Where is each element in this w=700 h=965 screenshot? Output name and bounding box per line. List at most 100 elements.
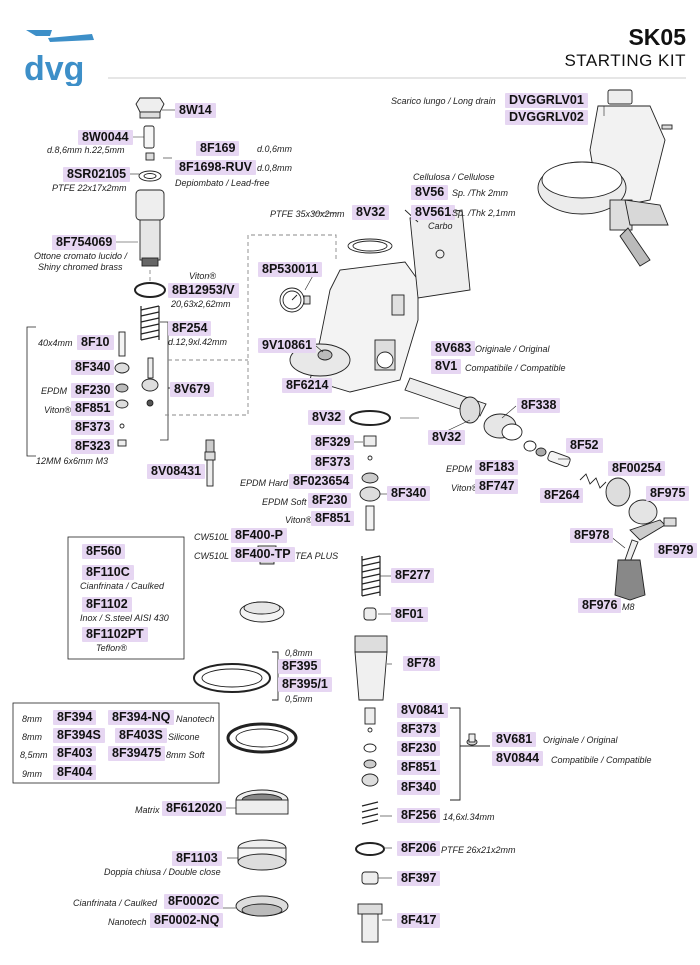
part-label-8f340-c[interactable]: 8F340 [397,780,441,795]
part-label-8f277[interactable]: 8F277 [391,568,435,583]
part-note-8f110c: Cianfrinata / Caulked [80,581,165,591]
part-label-8f395-1[interactable]: 8F395/1 [278,677,332,692]
part-label-8v0844[interactable]: 8V0844 [492,751,544,766]
part-label-8f6214[interactable]: 8F6214 [282,378,333,393]
part-label-8f10[interactable]: 8F10 [77,335,114,350]
part-label-8v0841[interactable]: 8V0841 [397,703,449,718]
part-label-8f0002-nq[interactable]: 8F0002-NQ [150,913,224,928]
part-label-dvggrlv01[interactable]: DVGGRLV01 [505,93,588,108]
part-label-8v681[interactable]: 8V681 [492,732,537,747]
part-label-8f397[interactable]: 8F397 [397,871,441,886]
part-note-8f1103: Doppia chiusa / Double close [104,867,221,877]
part-label-8f39475[interactable]: 8F39475 [108,746,166,761]
part-label-8f00254[interactable]: 8F00254 [608,461,666,476]
part-label-8v679[interactable]: 8V679 [170,382,215,397]
part-label-8f394[interactable]: 8F394 [53,710,97,725]
part-note-8v561: Sp. /Thk 2,1mm [452,208,516,218]
part-label-8f230-b[interactable]: 8F230 [308,493,352,508]
part-label-8f230-c[interactable]: 8F230 [397,741,441,756]
part-label-8f0002c[interactable]: 8F0002C [164,894,224,909]
part-label-8f400-tp[interactable]: 8F400-TP [231,547,295,562]
part-note-8f183: EPDM [446,464,473,474]
part-note-8f851-a: Viton® [44,405,71,415]
part-label-8f340-a[interactable]: 8F340 [71,360,115,375]
part-note-8f1698: d.0,8mm [257,163,293,173]
part-valve-stem [141,357,159,407]
part-label-8f1102[interactable]: 8F1102 [82,597,132,612]
part-note-8f1102: Inox / S.steel AISI 430 [80,613,169,623]
part-label-8f403[interactable]: 8F403 [53,746,97,761]
part-label-8f394-nq[interactable]: 8F394-NQ [108,710,175,725]
part-label-8f851-b[interactable]: 8F851 [311,511,355,526]
part-label-9v10861[interactable]: 9V10861 [258,338,317,353]
part-label-8f52[interactable]: 8F52 [566,438,603,453]
part-valve-mini [466,733,478,746]
part-label-8f01[interactable]: 8F01 [391,607,428,622]
part-label-8w14[interactable]: 8W14 [175,103,216,118]
part-note-8f400p: CW510L [194,532,230,542]
part-label-8f754069[interactable]: 8F754069 [52,235,117,250]
part-label-8f373-c[interactable]: 8F373 [397,722,441,737]
part-label-8f183[interactable]: 8F183 [475,460,519,475]
part-label-8f400-p[interactable]: 8F400-P [231,528,287,543]
part-label-8f206[interactable]: 8F206 [397,841,441,856]
part-label-8w0044[interactable]: 8W0044 [78,130,133,145]
part-label-8f338[interactable]: 8F338 [517,398,561,413]
part-label-8f612020[interactable]: 8F612020 [162,801,227,816]
part-label-8v561[interactable]: 8V561 [411,205,456,220]
part-label-8v1[interactable]: 8V1 [431,359,462,374]
part-label-8f978[interactable]: 8F978 [570,528,614,543]
part-f417 [357,903,383,943]
part-label-8f373-a[interactable]: 8F373 [71,420,115,435]
part-label-8f373-b[interactable]: 8F373 [311,455,355,470]
part-label-8f747[interactable]: 8F747 [475,479,519,494]
part-note-8v32-a: PTFE 35x30x2mm [270,209,345,219]
part-label-8f417[interactable]: 8F417 [397,913,441,928]
part-label-8f404[interactable]: 8F404 [53,765,97,780]
part-label-8f851-a[interactable]: 8F851 [71,401,115,416]
part-note-8f394-nq: Nanotech [176,714,215,724]
part-label-8v32-a[interactable]: 8V32 [352,205,390,220]
part-label-8p530011[interactable]: 8P530011 [258,262,323,277]
part-label-8f256[interactable]: 8F256 [397,808,441,823]
part-label-8f264[interactable]: 8F264 [540,488,584,503]
part-note-8f747: Viton® [451,483,478,493]
part-label-8f169[interactable]: 8F169 [196,141,240,156]
part-label-8f560[interactable]: 8F560 [82,544,126,559]
part-label-8f403s[interactable]: 8F403S [115,728,167,743]
part-label-8f78[interactable]: 8F78 [403,656,440,671]
part-label-8v56[interactable]: 8V56 [411,185,449,200]
part-label-8b12953v[interactable]: 8B12953/V [168,283,239,298]
part-label-8f023654[interactable]: 8F023654 [289,474,354,489]
part-label-8sr02105[interactable]: 8SR02105 [63,167,131,182]
part-label-dvggrlv02[interactable]: DVGGRLV02 [505,110,588,125]
part-label-8f254[interactable]: 8F254 [168,321,212,336]
part-label-8f395[interactable]: 8F395 [278,659,322,674]
part-label-8f979[interactable]: 8F979 [654,543,698,558]
kit-subtitle: STARTING KIT [564,51,686,70]
part-label-8f975[interactable]: 8F975 [646,486,690,501]
part-ptfe-washer-small [138,170,162,182]
part-note-8f394s: 8mm [22,732,42,742]
part-label-8v08431[interactable]: 8V08431 [147,464,206,479]
part-label-8v32-c[interactable]: 8V32 [428,430,466,445]
part-label-8f323[interactable]: 8F323 [71,439,115,454]
part-label-8f851-c[interactable]: 8F851 [397,760,441,775]
part-label-8f1698-ruv[interactable]: 8F1698-RUV [175,160,256,175]
part-label-8v32-b[interactable]: 8V32 [308,410,346,425]
part-label-8f230-a[interactable]: 8F230 [71,383,115,398]
part-label-8f1102pt[interactable]: 8F1102PT [82,627,148,642]
part-note-8f404: 9mm [22,769,42,779]
part-label-8f394s[interactable]: 8F394S [53,728,105,743]
part-label-8f110c[interactable]: 8F110C [82,565,134,580]
part-label-8f976[interactable]: 8F976 [578,598,622,613]
part-note-8f1102pt: Teflon® [96,643,127,653]
part-drain-valve [537,89,673,267]
kit-title: SK05 [628,24,686,50]
part-label-8f329[interactable]: 8F329 [311,435,355,450]
part-label-8f340-b[interactable]: 8F340 [387,486,431,501]
part-label-8f1103[interactable]: 8F1103 [172,851,222,866]
part-label-8v683[interactable]: 8V683 [431,341,476,356]
part-note-8b12953-viton: Viton® [189,271,216,281]
part-note-8f256: 14,6xl.34mm [443,812,495,822]
